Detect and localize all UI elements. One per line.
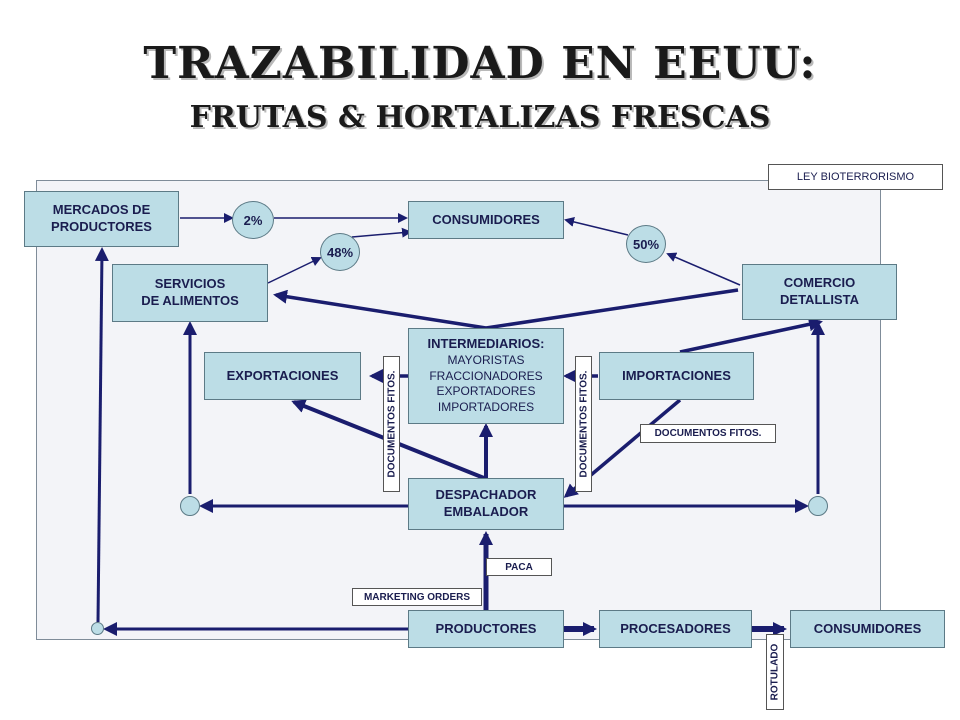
arrow-servicios-48pct <box>267 256 322 284</box>
node-importaciones: IMPORTACIONES <box>599 352 754 400</box>
arrow-intermediarios-servicios <box>273 289 487 330</box>
arrow-50pct-consumidores <box>564 217 629 236</box>
node-intermediarios: INTERMEDIARIOS: MAYORISTAS FRACCIONADORE… <box>408 328 564 424</box>
arrow-left-node-mercados <box>94 247 109 623</box>
junction-node-right <box>808 496 828 516</box>
arrow-48pct-consumidores <box>351 227 412 238</box>
node-comercio-detallista: COMERCIO DETALLISTA <box>742 264 897 320</box>
percentage-48: 48% <box>320 233 360 271</box>
label-paca: PACA <box>486 558 552 576</box>
arrow-intermediarios-comercio <box>485 288 739 330</box>
junction-node-bottom-left <box>91 622 104 635</box>
page-title: TRAZABILIDAD EN EEUU: <box>143 38 817 89</box>
label-rotulado: ROTULADO <box>766 634 784 710</box>
node-servicios-alimentos: SERVICIOS DE ALIMENTOS <box>112 264 268 322</box>
page-subtitle: FRUTAS & HORTALIZAS FRESCAS <box>189 100 771 135</box>
node-mercados-productores: MERCADOS DE PRODUCTORES <box>24 191 179 247</box>
node-consumidores-top: CONSUMIDORES <box>408 201 564 239</box>
arrow-importaciones-comercio <box>679 317 823 354</box>
node-productores: PRODUCTORES <box>408 610 564 648</box>
label-documentos-fitos-horizontal: DOCUMENTOS FITOS. <box>640 424 776 443</box>
percentage-2: 2% <box>232 201 274 239</box>
label-documentos-fitos-right: DOCUMENTOS FITOS. <box>575 356 592 492</box>
node-exportaciones: EXPORTACIONES <box>204 352 361 400</box>
node-procesadores: PROCESADORES <box>599 610 752 648</box>
label-marketing-orders: MARKETING ORDERS <box>352 588 482 606</box>
arrow-comercio-50pct <box>666 252 741 286</box>
percentage-50: 50% <box>626 225 666 263</box>
node-despachador-embalador: DESPACHADOR EMBALADOR <box>408 478 564 530</box>
junction-node-left <box>180 496 200 516</box>
label-documentos-fitos-left: DOCUMENTOS FITOS. <box>383 356 400 492</box>
label-ley-bioterrorismo: LEY BIOTERRORISMO <box>768 164 943 190</box>
node-consumidores-bottom: CONSUMIDORES <box>790 610 945 648</box>
